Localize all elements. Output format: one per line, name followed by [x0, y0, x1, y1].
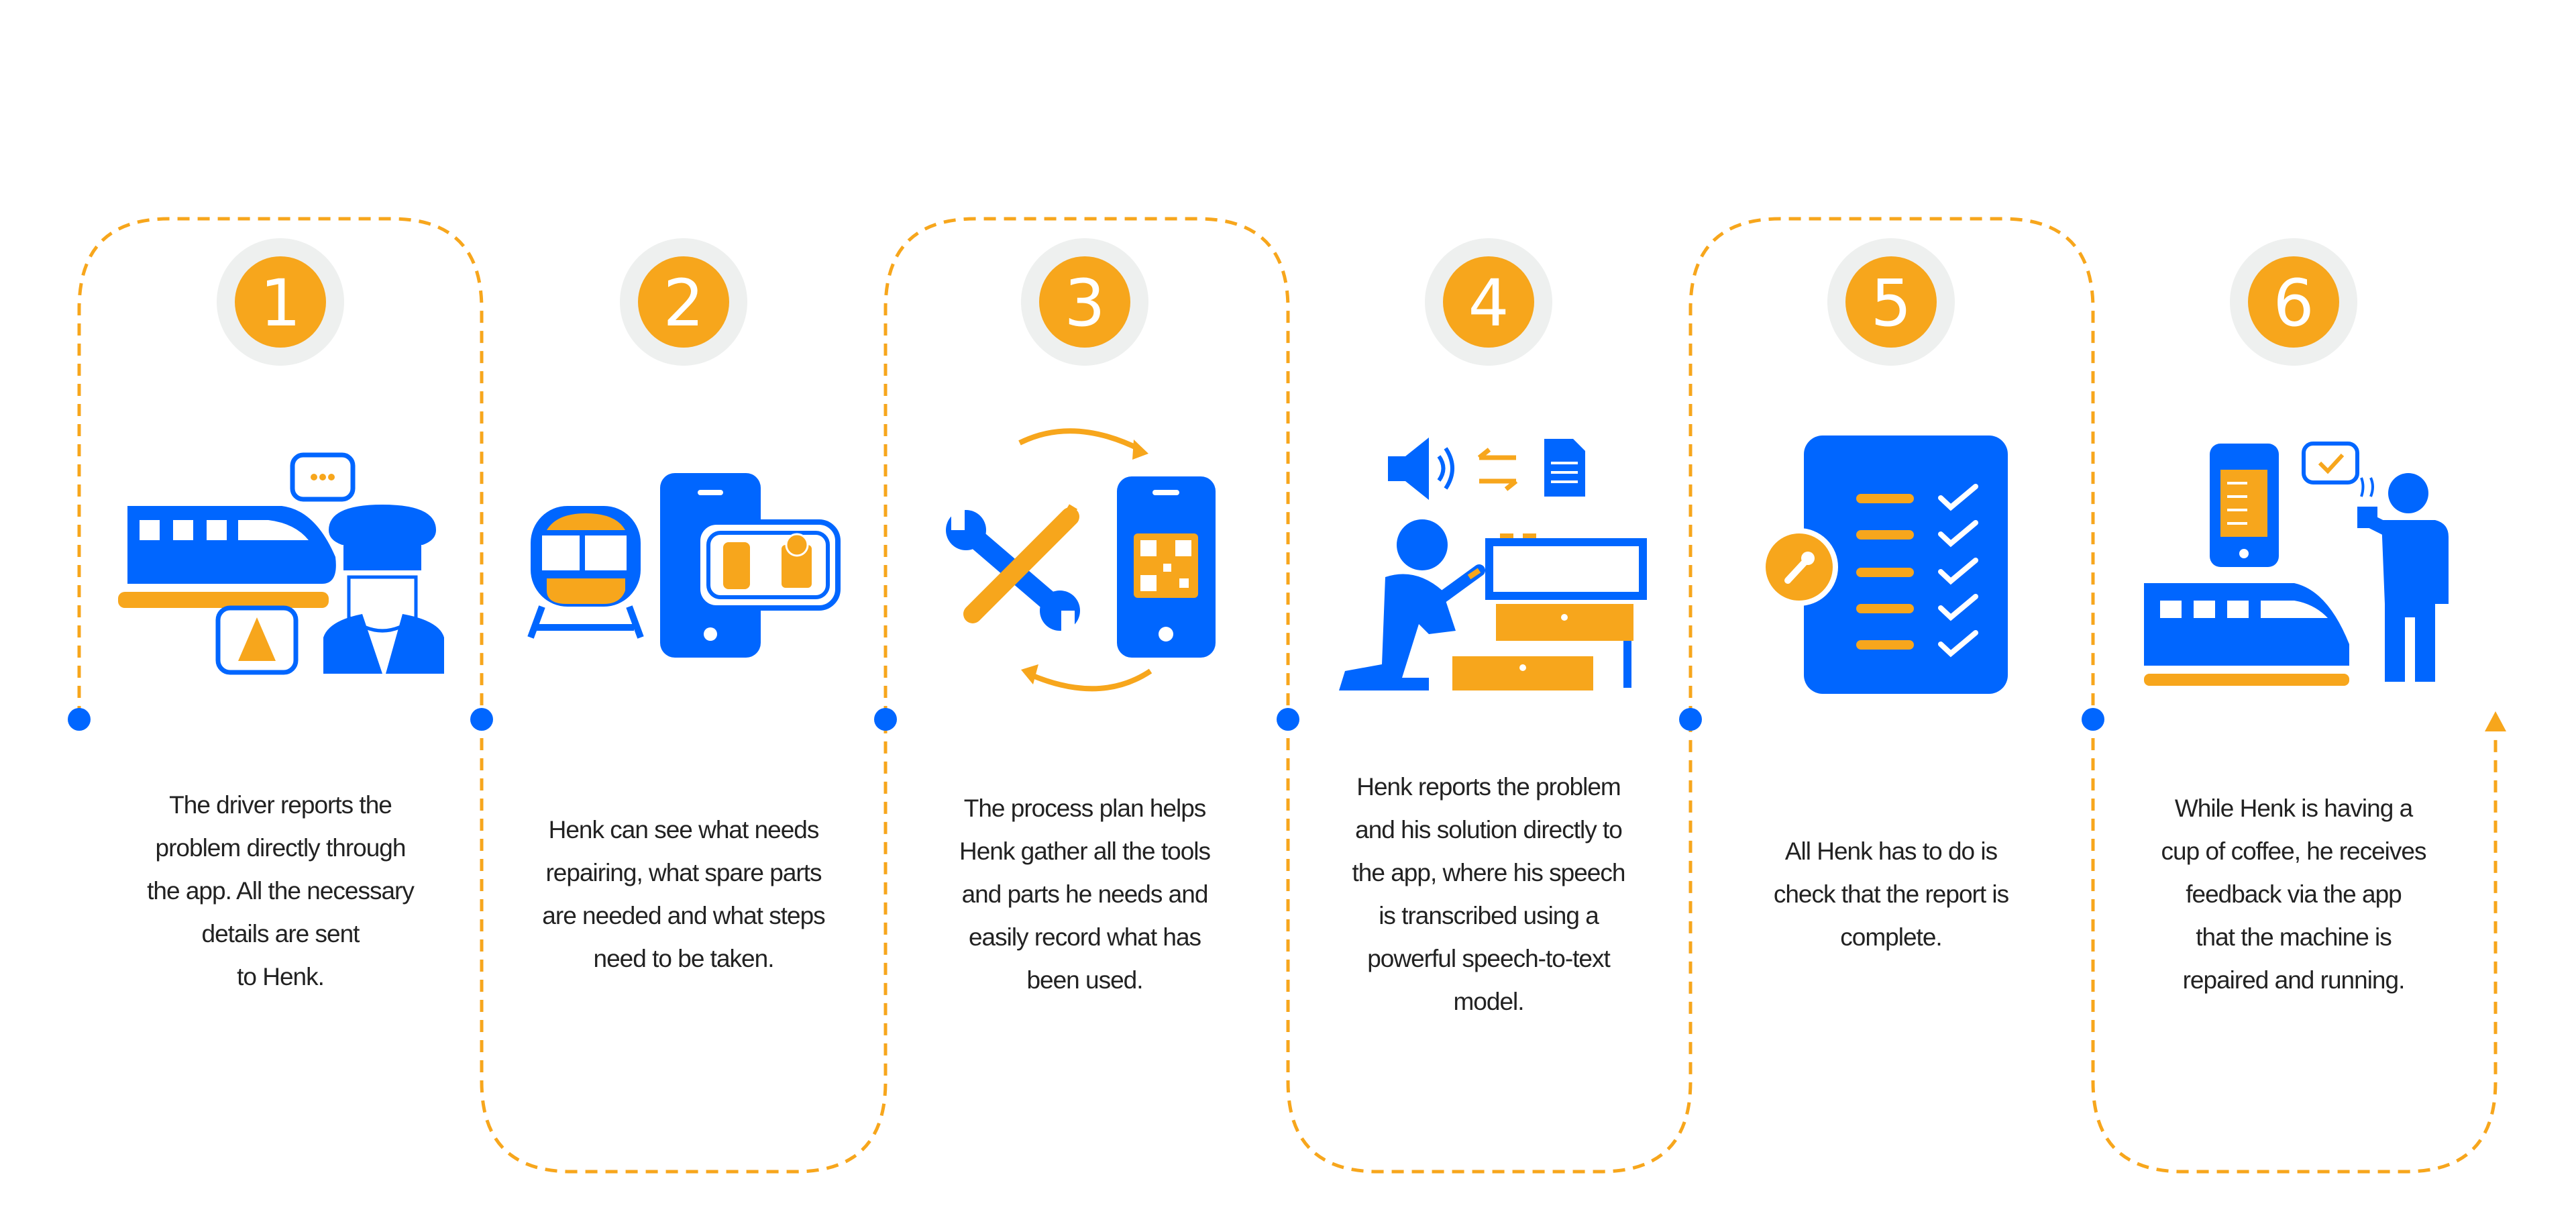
- svg-text:3: 3: [1064, 266, 1105, 341]
- text-line: The driver reports the: [169, 791, 392, 819]
- text-line: the app, where his speech: [1352, 859, 1626, 886]
- text-line: problem directly through: [155, 834, 407, 862]
- text-line: feedback via the app: [2186, 880, 2402, 908]
- step-2-description: Henk can see what needs repairing, what s…: [509, 809, 858, 980]
- svg-text:5: 5: [1870, 266, 1911, 341]
- step-5-description: All Henk has to do is check that the repo…: [1717, 830, 2065, 959]
- tools-qr-phone-icon: [946, 428, 1216, 692]
- text-line: the app. All the necessary: [147, 877, 415, 905]
- text-line: All Henk has to do is: [1784, 837, 1998, 865]
- step-4-description: Henk reports the problem and his solution…: [1314, 766, 1663, 1023]
- text-line: repairing, what spare parts: [545, 859, 822, 886]
- text-line: and parts he needs and: [961, 880, 1209, 908]
- step-badge-1: 1: [217, 238, 344, 366]
- dashed-timeline-path: [77, 217, 2498, 1174]
- text-line: While Henk is having a: [2174, 795, 2413, 822]
- speech-to-text-mechanic-icon: [1339, 438, 1647, 690]
- text-line: The process plan helps: [963, 795, 1207, 822]
- svg-text:6: 6: [2273, 266, 2314, 341]
- text-line: need to be taken.: [593, 945, 775, 972]
- text-line: easily record what has: [968, 923, 1201, 951]
- text-line: complete.: [1840, 923, 1942, 951]
- text-line: Henk can see what needs: [548, 816, 820, 843]
- text-line: powerful speech-to-text: [1367, 945, 1611, 972]
- timeline-dots: [68, 708, 2104, 731]
- arrow-up-icon: [2485, 711, 2506, 731]
- svg-text:2: 2: [663, 266, 704, 341]
- coffee-feedback-icon: [2144, 442, 2449, 686]
- step-badge-5: 5: [1827, 238, 1955, 366]
- text-line: details are sent: [201, 920, 360, 947]
- step-badge-2: 2: [620, 238, 747, 366]
- text-line: and his solution directly to: [1355, 816, 1623, 843]
- step-6-description: While Henk is having a cup of coffee, he …: [2119, 787, 2468, 1002]
- text-line: Henk gather all the tools: [959, 837, 1211, 865]
- text-line: that the machine is: [2196, 923, 2392, 951]
- step-badge-6: 6: [2230, 238, 2357, 366]
- text-line: repaired and running.: [2182, 966, 2406, 994]
- train-phone-repair-card-icon: [527, 473, 841, 658]
- text-line: to Henk.: [237, 963, 325, 990]
- text-line: model.: [1453, 988, 1524, 1015]
- train-driver-report-icon: [118, 452, 444, 675]
- text-line: been used.: [1026, 966, 1143, 994]
- text-line: Henk reports the problem: [1356, 773, 1621, 801]
- text-line: are needed and what steps: [542, 902, 825, 929]
- svg-text:1: 1: [260, 266, 301, 341]
- svg-text:4: 4: [1468, 266, 1509, 341]
- text-line: is transcribed using a: [1379, 902, 1599, 929]
- step-1-description: The driver reports the problem directly t…: [106, 784, 455, 998]
- text-line: cup of coffee, he receives: [2161, 837, 2427, 865]
- text-line: check that the report is: [1773, 880, 2009, 908]
- step-badge-4: 4: [1425, 238, 1552, 366]
- step-badge-3: 3: [1021, 238, 1148, 366]
- checklist-report-icon: [1760, 435, 2008, 694]
